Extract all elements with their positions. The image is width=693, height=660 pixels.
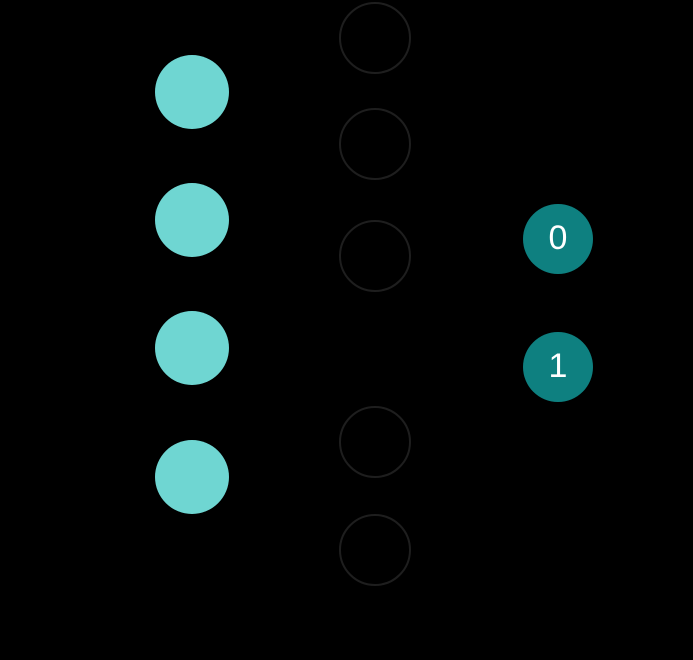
graph-node-right-column-1[interactable]: 1 (523, 332, 593, 402)
graph-node-middle-column-3[interactable] (339, 406, 411, 478)
graph-node-left-column-2[interactable] (155, 311, 229, 385)
graph-node-left-column-1[interactable] (155, 183, 229, 257)
graph-node-left-column-0[interactable] (155, 55, 229, 129)
graph-node-middle-column-1[interactable] (339, 108, 411, 180)
graph-node-middle-column-2[interactable] (339, 220, 411, 292)
graph-node-middle-column-0[interactable] (339, 2, 411, 74)
graph-node-right-column-0[interactable]: 0 (523, 204, 593, 274)
graph-node-label: 0 (548, 219, 568, 257)
graph-node-left-column-3[interactable] (155, 440, 229, 514)
graph-node-middle-column-4[interactable] (339, 514, 411, 586)
graph-node-label: 1 (548, 347, 568, 385)
